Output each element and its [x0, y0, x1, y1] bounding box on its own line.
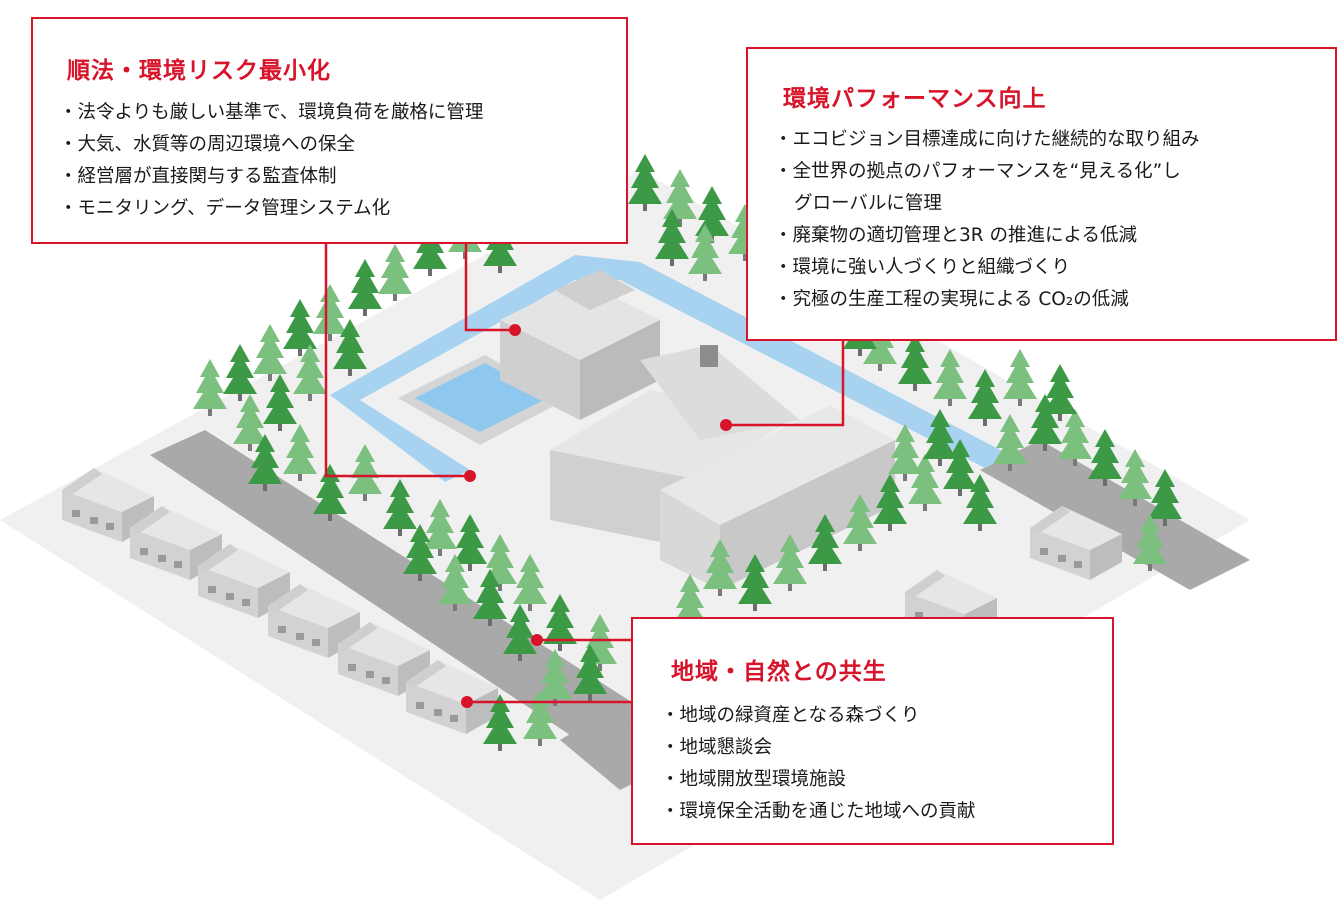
callout-list: ・エコビジョン目標達成に向けた継続的な取り組み ・全世界の拠点のパフォーマンスを… [774, 124, 1200, 316]
road-front [150, 430, 660, 755]
list-item: ・エコビジョン目標達成に向けた継続的な取り組み [774, 129, 1200, 150]
list-item: ・究極の生産工程の実現による CO₂の低減 [774, 289, 1129, 310]
list-item: ・環境に強い人づくりと組織づくり [774, 257, 1071, 278]
list-item: ・法令よりも厳しい基準で、環境負荷を厳格に管理 [59, 102, 484, 123]
callout-list: ・法令よりも厳しい基準で、環境負荷を厳格に管理 ・大気、水質等の周辺環境への保全… [59, 97, 483, 225]
list-item: ・環境保全活動を通じた地域への貢献 [661, 801, 976, 822]
list-item: ・経営層が直接関与する監査体制 [59, 166, 337, 187]
road-right [980, 440, 1250, 590]
callout-title: 環境パフォーマンス向上 [783, 86, 1047, 112]
list-item: ・大気、水質等の周辺環境への保全 [59, 134, 356, 155]
list-item: ・地域懇談会 [661, 737, 773, 758]
leader-lines [324, 244, 845, 704]
callout-compliance: 順法・環境リスク最小化 ・法令よりも厳しい基準で、環境負荷を厳格に管理 ・大気、… [31, 17, 628, 244]
list-item: ・全世界の拠点のパフォーマンスを“見える化”し [774, 161, 1181, 182]
water-channel [330, 255, 1010, 482]
callout-title: 順法・環境リスク最小化 [67, 58, 331, 84]
list-item: ・廃棄物の適切管理と3R の推進による低減 [774, 225, 1137, 246]
leader-dots [461, 324, 732, 708]
list-item-continuation: グローバルに管理 [794, 193, 942, 214]
callout-list: ・地域の緑資産となる森づくり ・地域懇談会 ・地域開放型環境施設 ・環境保全活動… [661, 700, 976, 828]
callout-title: 地域・自然との共生 [671, 659, 887, 685]
building-long [660, 405, 895, 525]
list-item: ・モニタリング、データ管理システム化 [59, 198, 391, 219]
list-item: ・地域の緑資産となる森づくり [661, 705, 920, 726]
callout-performance: 環境パフォーマンス向上 ・エコビジョン目標達成に向けた継続的な取り組み ・全世界… [746, 47, 1337, 341]
list-item: ・地域開放型環境施設 [661, 769, 847, 790]
callout-community: 地域・自然との共生 ・地域の緑資産となる森づくり ・地域懇談会 ・地域開放型環境… [631, 617, 1114, 845]
